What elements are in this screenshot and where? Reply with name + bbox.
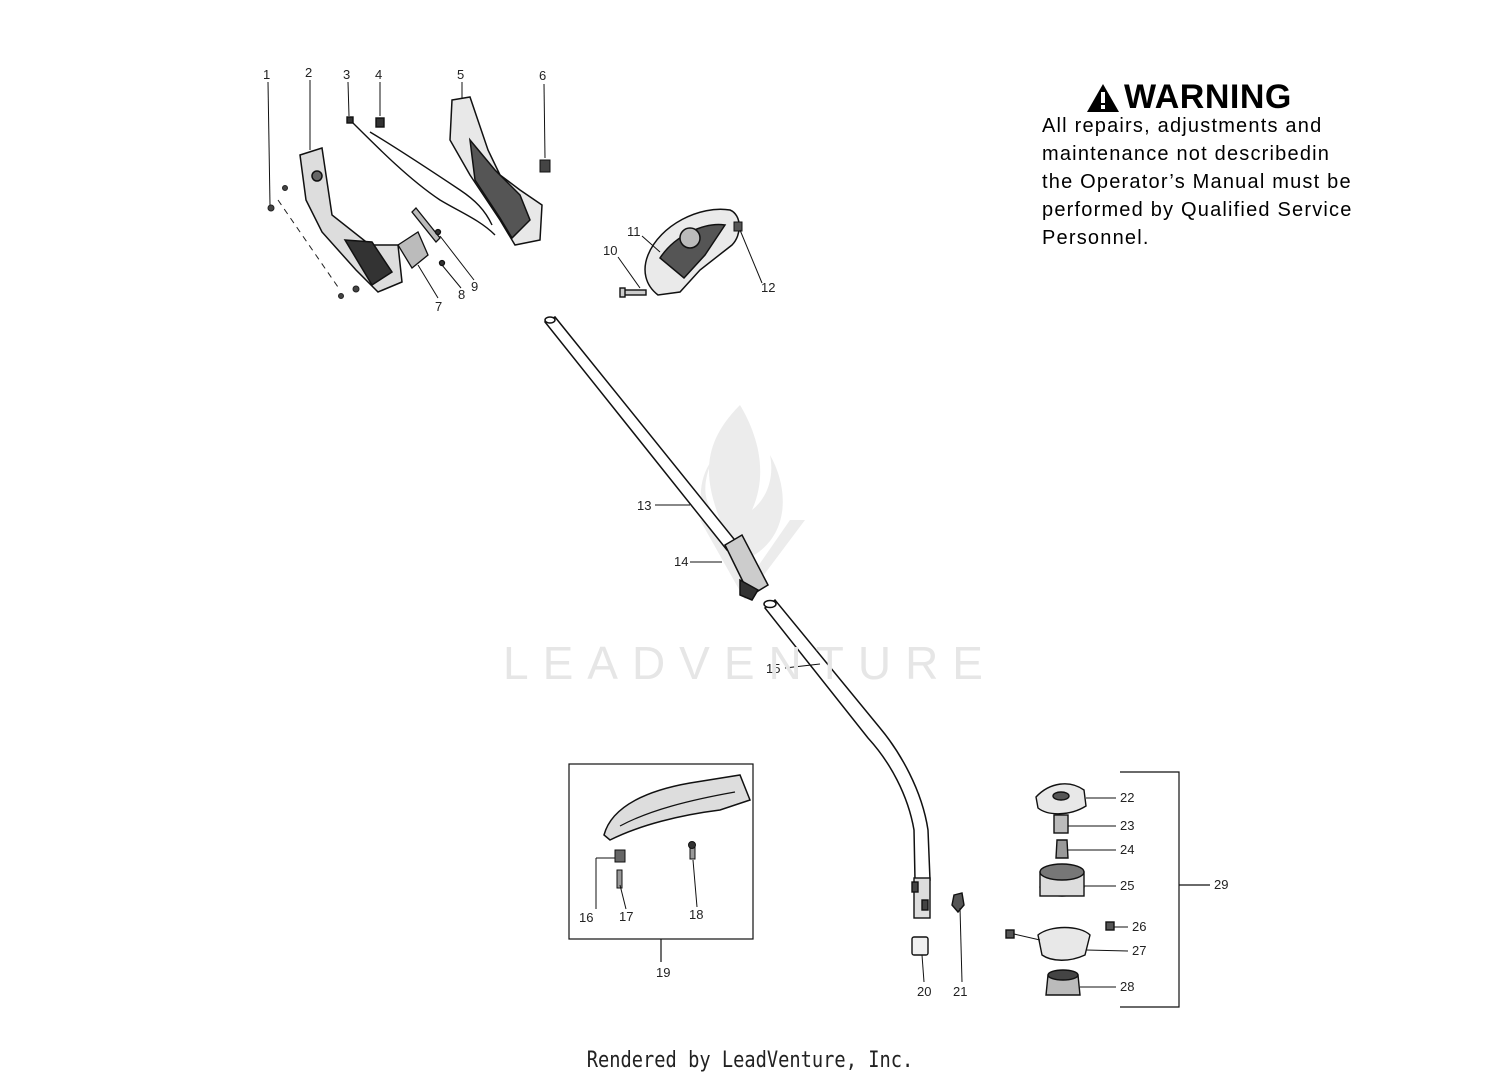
callout-5: 5 <box>457 67 464 82</box>
warning-line: Personnel. <box>1042 227 1150 249</box>
part-19-guard-kit <box>568 763 754 962</box>
callout-13: 13 <box>637 498 651 513</box>
warning-heading: WARNING <box>1086 78 1292 117</box>
callout-7: 7 <box>435 299 442 314</box>
callout-20: 20 <box>917 984 931 999</box>
callout-12: 12 <box>761 280 775 295</box>
warning-triangle-icon <box>1087 83 1119 112</box>
callout-4: 4 <box>375 67 382 82</box>
part-2-handle-housing <box>299 147 403 293</box>
callout-3: 3 <box>343 67 350 82</box>
warning-line: the Operator’s Manual must be <box>1042 171 1352 193</box>
callout-1: 1 <box>263 67 270 82</box>
callout-27: 27 <box>1132 943 1146 958</box>
callout-28: 28 <box>1120 979 1134 994</box>
part-13-upper-shaft <box>543 316 740 551</box>
warning-line: performed by Qualified Service <box>1042 199 1353 221</box>
part-7-8-9-trigger-assembly <box>397 207 446 269</box>
callout-29: 29 <box>1214 877 1228 892</box>
callout-10: 10 <box>603 243 617 258</box>
callout-21: 21 <box>953 984 967 999</box>
callout-16: 16 <box>579 910 593 925</box>
callout-6: 6 <box>539 68 546 83</box>
callout-18: 18 <box>689 907 703 922</box>
part-1-screws <box>267 185 360 299</box>
callout-23: 23 <box>1120 818 1134 833</box>
warning-text: All repairs, adjustments and maintenance… <box>1042 112 1462 252</box>
part-3-4-throttle-cable <box>346 116 496 236</box>
callout-leaders <box>267 80 1129 988</box>
part-29-bracket <box>1120 771 1210 1008</box>
callout-9: 9 <box>471 279 478 294</box>
callout-15: 15 <box>766 661 780 676</box>
callout-14: 14 <box>674 554 688 569</box>
callout-17: 17 <box>619 909 633 924</box>
warning-line: All repairs, adjustments and <box>1042 115 1323 137</box>
warning-title: WARNING <box>1124 78 1292 116</box>
part-10-bolt <box>619 287 647 298</box>
footer-credit: Rendered by LeadVenture, Inc. <box>586 1048 914 1073</box>
callout-19: 19 <box>656 965 670 980</box>
warning-line: maintenance not describedin <box>1042 143 1331 165</box>
watermark-logo-icon <box>700 405 805 600</box>
part-12-knob <box>733 221 743 232</box>
part-20-21-shaft-end <box>911 877 965 956</box>
part-5-rear-handle <box>449 96 543 246</box>
part-22-28-trimmer-head <box>1005 783 1115 996</box>
callout-8: 8 <box>458 287 465 302</box>
callout-2: 2 <box>305 65 312 80</box>
callout-11: 11 <box>627 224 641 239</box>
callout-22: 22 <box>1120 790 1134 805</box>
callout-labels: 1 2 3 4 5 6 7 8 9 10 11 12 13 14 15 16 1… <box>263 65 1228 999</box>
callout-26: 26 <box>1132 919 1146 934</box>
callout-24: 24 <box>1120 842 1134 857</box>
watermark-text: LEADVENTURE <box>503 637 997 689</box>
part-11-handle-clamp <box>644 208 740 296</box>
callout-25: 25 <box>1120 878 1134 893</box>
part-6-switch <box>539 159 551 173</box>
part-14-shaft-coupler <box>724 533 769 601</box>
